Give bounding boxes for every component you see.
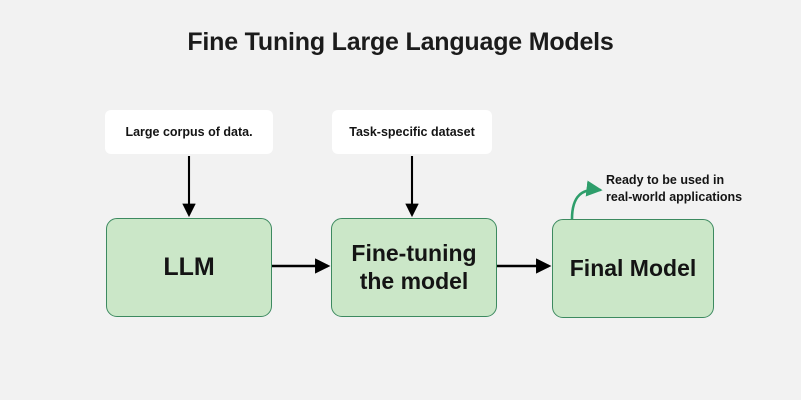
annotation-line1: Ready to be used in xyxy=(606,173,725,187)
stage-label-final-model: Final Model xyxy=(569,254,697,281)
annotation-final-model: Ready to be used in real-world applicati… xyxy=(606,172,786,205)
connector-final-to-annotation xyxy=(570,180,603,221)
note-large-corpus: Large corpus of data. xyxy=(105,110,273,154)
note-task-specific-dataset: Task-specific dataset xyxy=(332,110,492,154)
stage-label-finetuning: Fine-tuning the model xyxy=(351,240,476,294)
stage-box-final-model: Final Model xyxy=(552,219,714,318)
stage-box-llm: LLM xyxy=(106,218,272,317)
annotation-line2: real-world applications xyxy=(606,189,743,204)
stage-box-finetuning: Fine-tuning the model xyxy=(331,218,497,317)
stage-label-llm: LLM xyxy=(163,252,215,281)
stage-label-finetuning-line1: Fine-tuning xyxy=(351,240,477,267)
stage-label-finetuning-line2: the model xyxy=(359,267,469,294)
page-title: Fine Tuning Large Language Models xyxy=(187,28,614,56)
